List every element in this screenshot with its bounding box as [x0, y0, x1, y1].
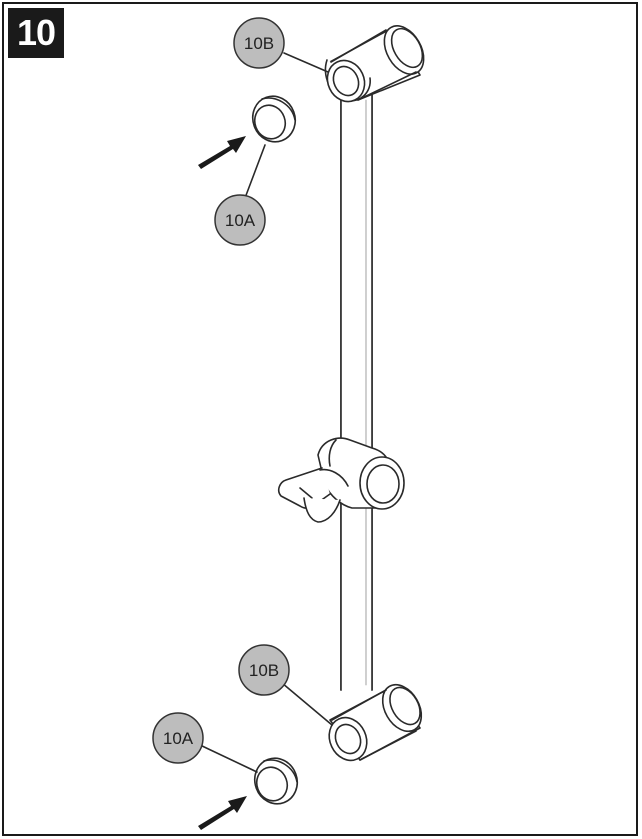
arrow-top-icon [198, 136, 246, 169]
top-end-cap [251, 95, 297, 143]
leader-top-cap [244, 144, 266, 199]
step-number-badge: 10 [8, 8, 64, 58]
leader-bottom-bracket [281, 682, 333, 726]
callout-10b-bottom: 10B [238, 644, 290, 696]
callout-10a-bottom-label: 10A [163, 729, 194, 748]
callout-10a-top: 10A [214, 194, 266, 246]
callout-10a-top-label: 10A [225, 211, 256, 230]
slider-holder [278, 437, 405, 523]
arrow-bottom-icon [198, 796, 247, 830]
bottom-end-cap [253, 757, 299, 805]
callout-10a-bottom: 10A [152, 712, 204, 764]
bottom-bracket [328, 683, 423, 762]
callout-10b-top: 10B [233, 17, 285, 69]
callout-10b-top-label: 10B [244, 34, 274, 53]
slide-bar-rod [340, 94, 373, 691]
leader-bottom-cap [199, 744, 258, 773]
callout-10b-bottom-label: 10B [249, 661, 279, 680]
leader-top-bracket [283, 52, 329, 73]
top-bracket [324, 25, 425, 103]
